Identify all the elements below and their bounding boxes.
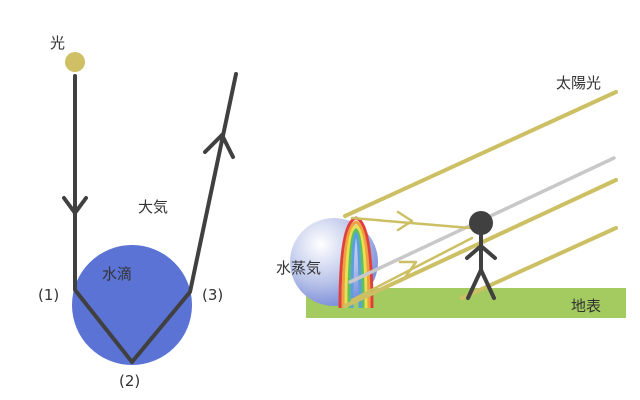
rainbow-band-orange	[341, 220, 371, 309]
sunbeam-bottom	[460, 226, 618, 300]
reflected-arrow-head-bottom	[398, 260, 418, 278]
incoming-arrow-head	[62, 196, 88, 215]
right-diagram: 太陽光 水蒸気 地表	[276, 74, 626, 318]
rainbow-band-green	[347, 228, 365, 309]
water-vapor-label: 水蒸気	[276, 259, 321, 277]
atmosphere-label: 大気	[138, 198, 168, 216]
outgoing-arrow-head	[203, 133, 235, 159]
point-label-3: (3)	[202, 286, 223, 304]
sunlight-label: 太陽光	[556, 74, 601, 92]
reflected-rays	[350, 210, 474, 302]
ground-label: 地表	[571, 297, 601, 315]
rainbow-band-yellow	[344, 224, 368, 309]
water-vapor-sphere	[290, 218, 378, 306]
droplet-label: 水滴	[102, 265, 132, 283]
point-label-2: (2)	[119, 372, 140, 390]
water-droplet	[72, 245, 192, 365]
light-ray-path	[62, 72, 238, 364]
person-icon	[465, 211, 497, 300]
rainbow-band-blue	[350, 231, 362, 309]
point-label-1: (1)	[38, 286, 59, 304]
light-source-icon	[65, 52, 85, 72]
left-diagram: 光 大気 水滴 (1) (2) (3)	[38, 34, 238, 390]
light-label: 光	[50, 34, 65, 52]
rainbow	[338, 216, 374, 309]
sunbeam-top	[343, 90, 618, 218]
reflected-arrow-head-top	[396, 210, 414, 232]
